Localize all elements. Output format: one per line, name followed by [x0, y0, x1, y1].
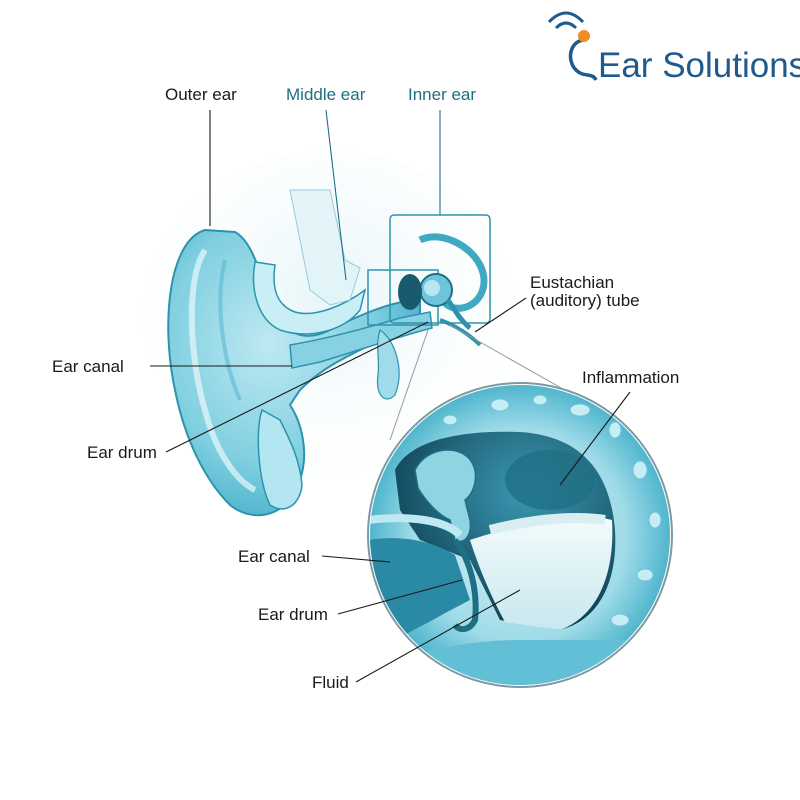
outer-ear-illustration	[167, 228, 421, 517]
zoom-guide-left	[389, 329, 429, 441]
mastoid	[376, 329, 400, 400]
ear-drum-leader	[165, 321, 429, 453]
ear-solutions-logo: Ear Solutions	[547, 11, 800, 85]
detail-ear-drum-label: Ear drum	[258, 605, 328, 624]
middle-ear-leader	[325, 109, 347, 281]
ear-lobe	[257, 408, 303, 510]
ear-canal-label: Ear canal	[52, 357, 124, 376]
logo-text: Ear Solutions	[598, 46, 800, 85]
ear-drum-label: Ear drum	[87, 443, 157, 462]
ossicles	[414, 449, 477, 542]
eustachian-tube-illustration	[439, 318, 482, 347]
detail-ear-drum	[452, 538, 479, 633]
ear-hook-logo-icon	[547, 11, 598, 81]
detail-ear-canal-leader	[321, 555, 391, 563]
eustachian-tube-label-line2: (auditory) tube	[530, 291, 640, 310]
eustachian-tube-label-line1: Eustachian	[530, 273, 614, 292]
fluid-leader	[355, 589, 521, 683]
ear-canal-illustration	[289, 311, 433, 369]
outer-ear-label: Outer ear	[165, 85, 237, 104]
magnified-detail	[367, 382, 673, 688]
middle-ear-label: Middle ear	[286, 85, 366, 104]
cochlea-illustration	[398, 233, 488, 330]
inflammation-area	[505, 450, 595, 510]
eustachian-tube-leader	[474, 297, 527, 333]
fluid-illustration	[470, 515, 613, 630]
temporal-bone	[289, 189, 361, 306]
detail-ear-drum-leader	[337, 579, 463, 615]
detail-ear-canal-label: Ear canal	[238, 547, 310, 566]
inflammation-leader	[559, 391, 631, 486]
fluid-label: Fluid	[312, 673, 349, 692]
inner-ear-label: Inner ear	[408, 85, 476, 104]
inflammation-label: Inflammation	[582, 368, 679, 387]
